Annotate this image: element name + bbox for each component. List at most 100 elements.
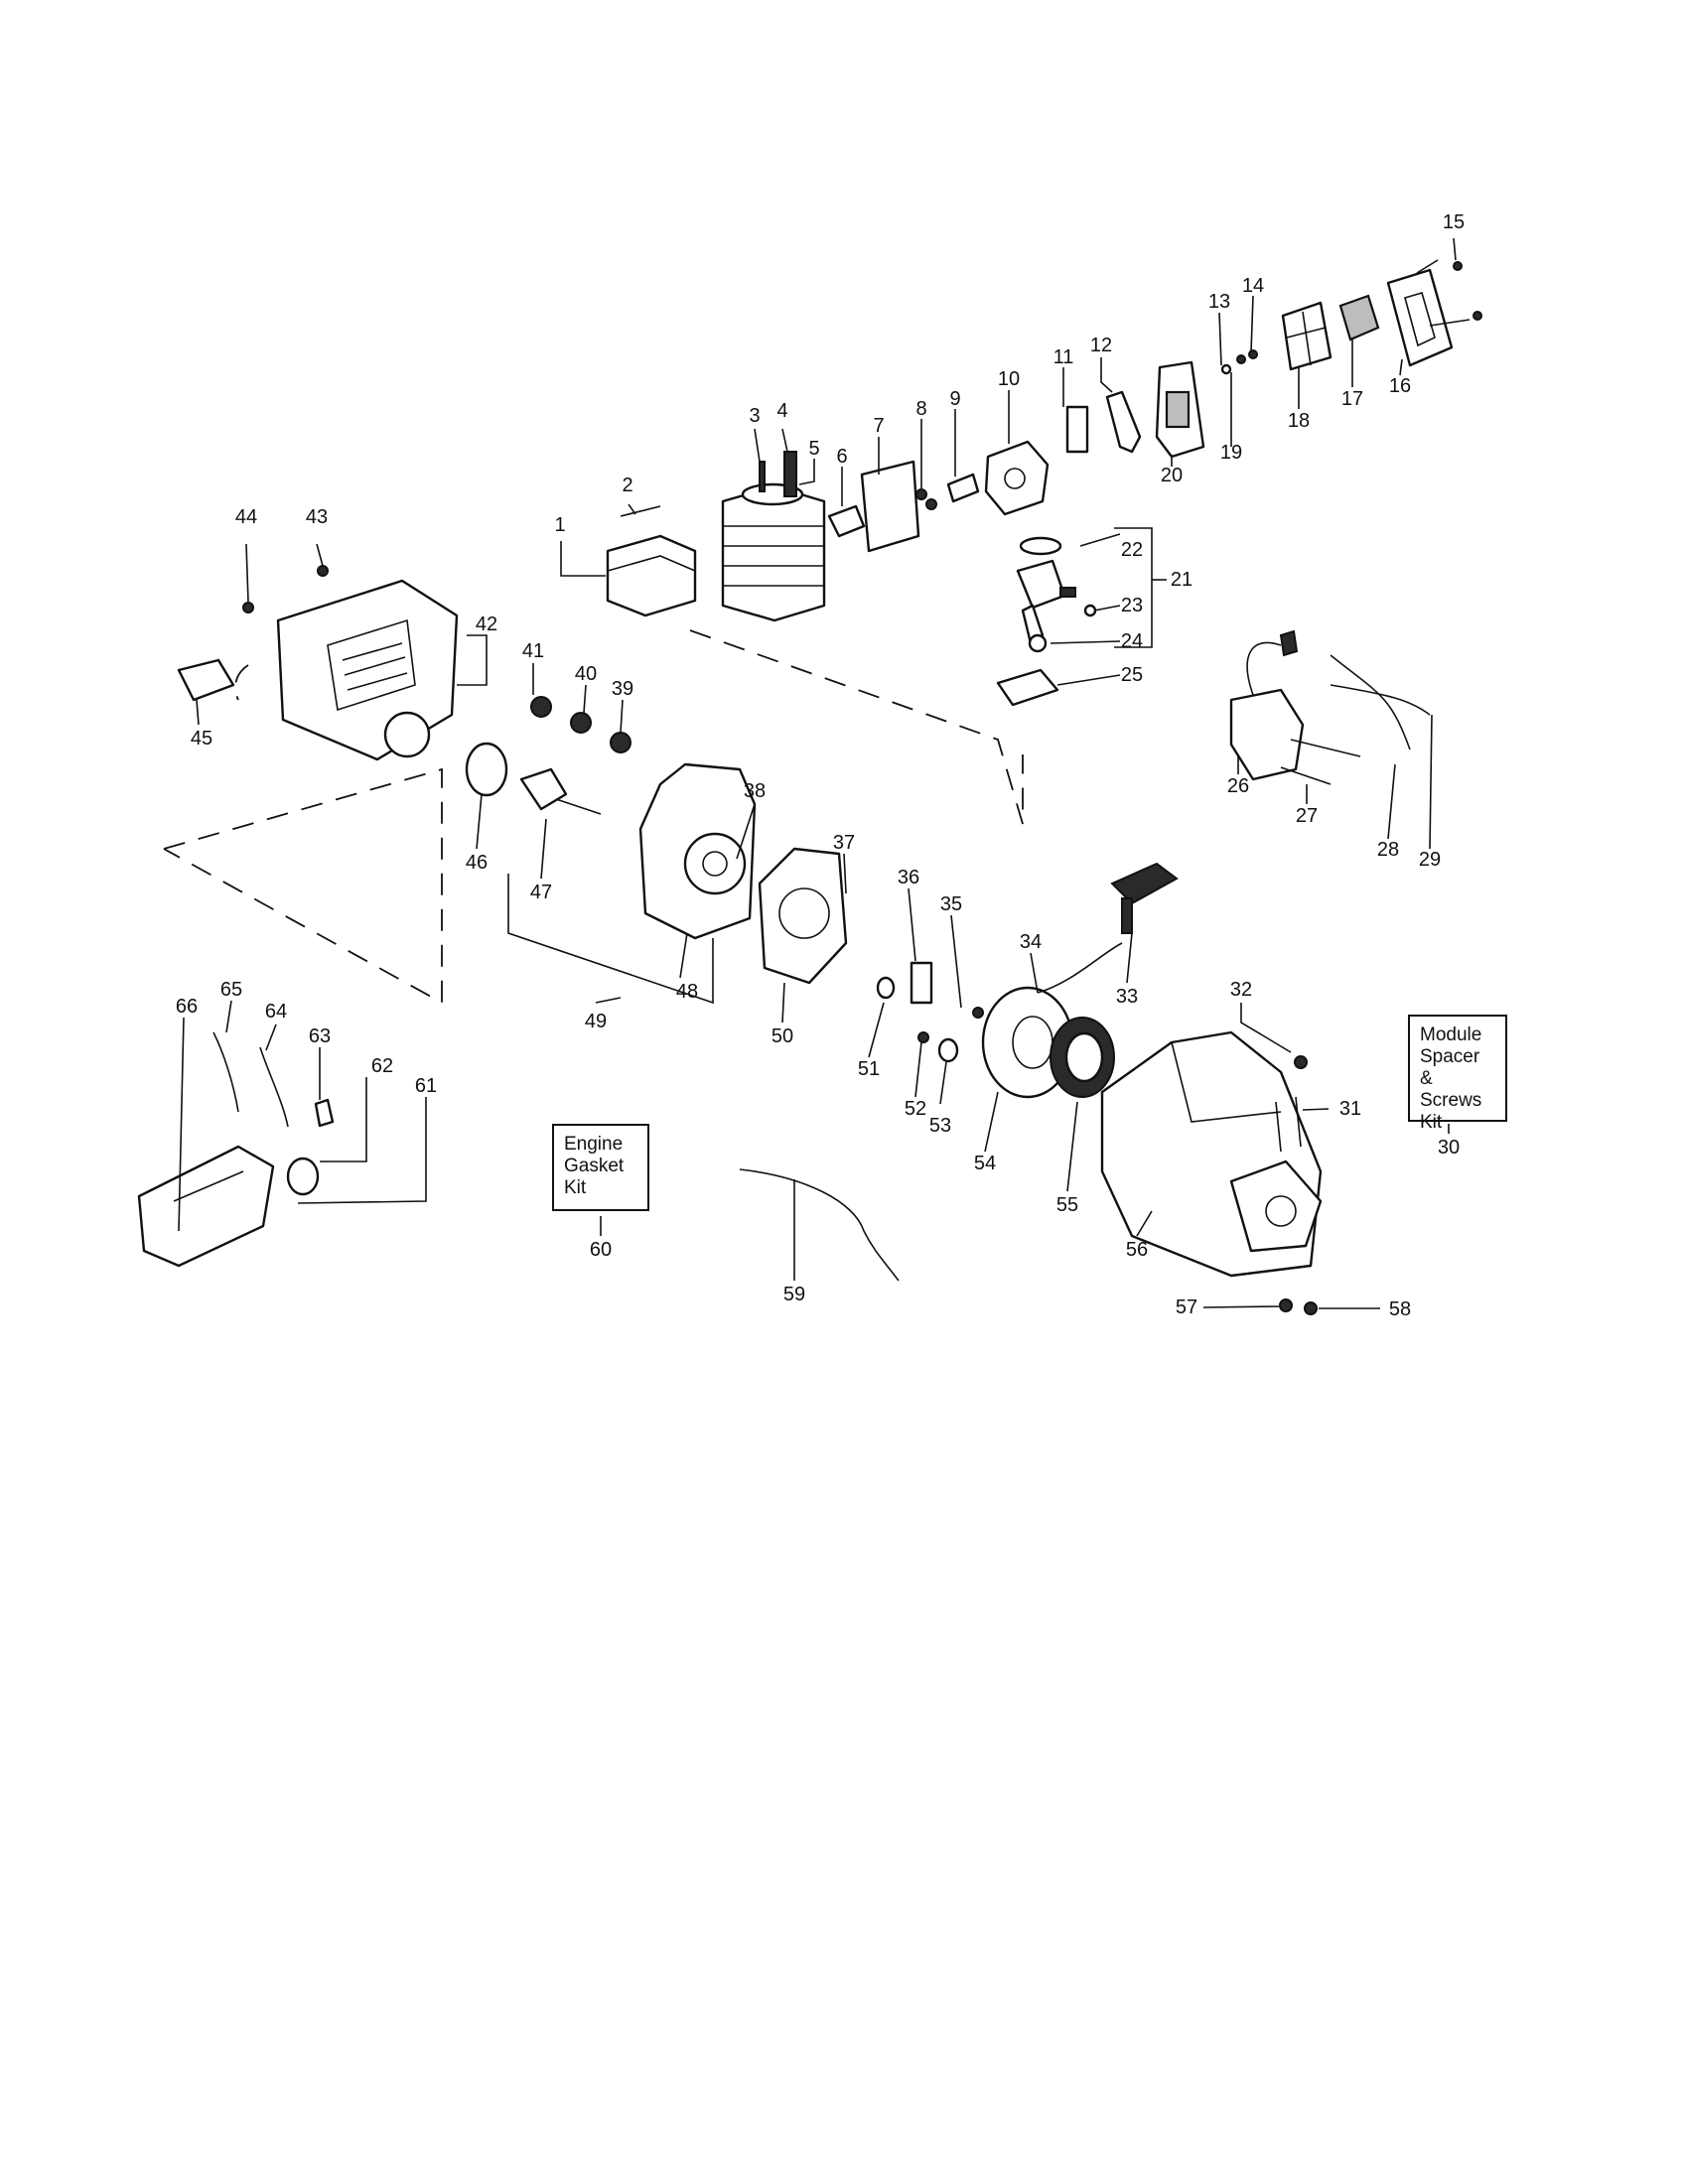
part-number-64: 64	[265, 1001, 287, 1023]
ignition-module-26-part	[1229, 629, 1305, 781]
o-ring-46-part	[465, 742, 508, 797]
part-number-53: 53	[929, 1115, 951, 1137]
module-spacer-screws-kit-box: Module Spacer & Screws Kit	[1408, 1015, 1507, 1133]
spacer-9-part	[946, 473, 980, 503]
gasket-25-part	[996, 668, 1059, 707]
part-number-65: 65	[220, 979, 242, 1001]
part-number-38: 38	[744, 780, 766, 802]
part-number-33: 33	[1116, 986, 1138, 1008]
handle-33-part	[1110, 862, 1179, 934]
screw-3-part	[759, 461, 766, 492]
part-number-56: 56	[1126, 1239, 1148, 1261]
screw-8a-part	[915, 488, 927, 500]
ring-22-part	[1019, 536, 1062, 556]
part-number-22: 22	[1121, 539, 1143, 561]
spark-plug-part	[783, 451, 797, 497]
part-number-26: 26	[1227, 775, 1249, 797]
starter-housing-56-part	[1100, 1030, 1323, 1278]
part-number-5: 5	[808, 438, 819, 460]
air-box-20-part	[1155, 360, 1205, 459]
filter-17-part	[1338, 294, 1380, 341]
part-number-66: 66	[176, 996, 198, 1018]
dashed-assembly-lines	[163, 629, 1024, 1005]
crankshaft-47-part	[519, 767, 602, 815]
bearing-39-part	[610, 732, 632, 753]
wire-29-part	[1330, 684, 1431, 716]
part-number-47: 47	[530, 882, 552, 903]
seal-41-part	[530, 696, 552, 718]
line-65-part	[212, 1031, 239, 1113]
line-64-part	[259, 1046, 289, 1128]
part-number-10: 10	[998, 368, 1020, 390]
cap-62-part	[286, 1157, 320, 1196]
part-number-25: 25	[1121, 664, 1143, 686]
pin-23-part	[1059, 587, 1076, 598]
screw-14-part	[1248, 349, 1258, 359]
lever-12-part	[1105, 390, 1142, 454]
part-number-63: 63	[309, 1025, 331, 1047]
part-number-17: 17	[1341, 388, 1363, 410]
part-number-58: 58	[1389, 1298, 1411, 1320]
washer-53-part	[937, 1037, 959, 1063]
part-number-61: 61	[415, 1075, 437, 1097]
part-number-54: 54	[974, 1153, 996, 1174]
nut-57-part	[1279, 1298, 1293, 1312]
part-number-57: 57	[1176, 1297, 1197, 1318]
part-number-43: 43	[306, 506, 328, 528]
screw-15a-part	[1453, 261, 1463, 271]
screw-15b-part	[1473, 311, 1482, 321]
part-number-23: 23	[1121, 595, 1143, 616]
screw-35-part	[972, 1007, 984, 1019]
washer-19-part	[1220, 363, 1232, 375]
screw-31b-part	[1295, 1096, 1302, 1148]
screw-43-part	[317, 565, 329, 577]
part-number-45: 45	[191, 728, 212, 750]
part-number-52: 52	[905, 1098, 926, 1120]
part-number-31: 31	[1339, 1098, 1361, 1120]
part-number-15: 15	[1443, 211, 1465, 233]
part-number-11: 11	[1053, 346, 1074, 368]
part-number-2: 2	[622, 475, 632, 496]
engine-gasket-kit-box: Engine Gasket Kit	[552, 1124, 649, 1211]
part-number-34: 34	[1020, 931, 1042, 953]
part-number-49: 49	[585, 1011, 607, 1032]
part-number-1: 1	[554, 514, 565, 536]
wire-28-part	[1330, 654, 1411, 751]
part-number-32: 32	[1230, 979, 1252, 1001]
part-number-labels: 1 2 3 4 5 6 7 8 9 10 11 12 13 14 15 16 1…	[176, 211, 1465, 1320]
cylinder-part	[721, 482, 826, 622]
screw-32-part	[1294, 1055, 1308, 1069]
part-number-50: 50	[772, 1025, 793, 1047]
carburetor-part	[984, 440, 1050, 516]
part-number-46: 46	[466, 852, 488, 874]
part-number-29: 29	[1419, 849, 1441, 871]
spring-55-part	[1050, 1017, 1115, 1098]
screw-26-part	[1290, 739, 1361, 757]
screw-52-part	[917, 1031, 929, 1043]
part-number-41: 41	[522, 640, 544, 662]
part-number-7: 7	[873, 415, 884, 437]
part-number-16: 16	[1389, 375, 1411, 397]
bolt-36-part	[910, 961, 933, 1005]
fuel-tank-66-part	[137, 1145, 275, 1268]
part-number-14: 14	[1242, 275, 1264, 297]
part-number-60: 60	[590, 1239, 612, 1261]
screw-58-part	[1304, 1301, 1318, 1315]
leader-lines	[178, 237, 1471, 1309]
washer-51-part	[876, 976, 896, 1000]
screw-44-part	[242, 602, 254, 614]
muffler-part	[606, 534, 697, 617]
part-number-28: 28	[1377, 839, 1399, 861]
air-cover-16-part	[1386, 268, 1454, 367]
filter-frame-18-part	[1281, 301, 1333, 371]
part-number-55: 55	[1056, 1194, 1078, 1216]
part-number-4: 4	[776, 400, 787, 422]
nut-14-part	[1236, 354, 1246, 364]
part-number-20: 20	[1161, 465, 1183, 486]
part-number-18: 18	[1288, 410, 1310, 432]
part-number-21: 21	[1171, 569, 1193, 591]
part-number-24: 24	[1121, 630, 1143, 652]
part-number-27: 27	[1296, 805, 1318, 827]
clip-23-part	[1083, 604, 1097, 617]
part-number-51: 51	[858, 1058, 880, 1080]
